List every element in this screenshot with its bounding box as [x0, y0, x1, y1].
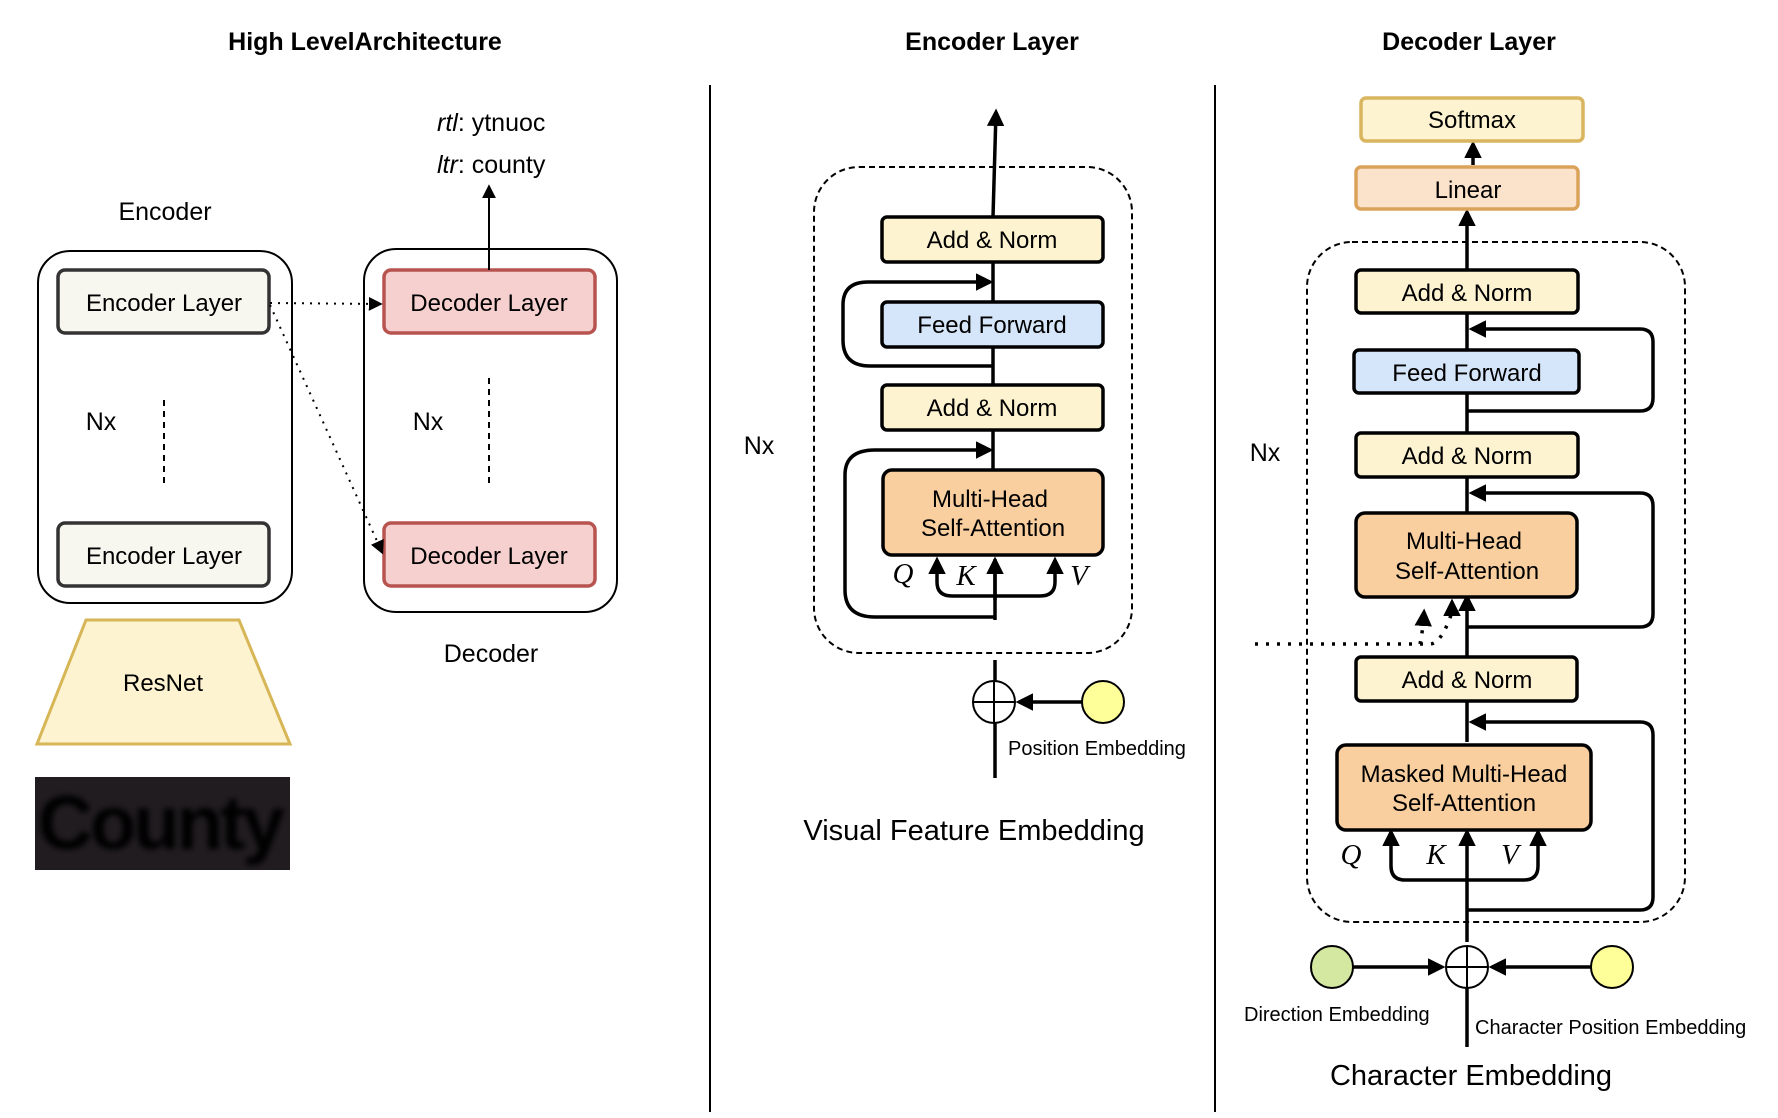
decoder-residual-masked [1467, 713, 1655, 912]
decoder-add-norm-3-label: Add & Norm [1402, 667, 1533, 694]
encoder-add-norm-top-label: Add & Norm [927, 227, 1058, 254]
encoder-feed-forward-label: Feed Forward [917, 312, 1066, 339]
encoder-self-attention [881, 468, 1105, 557]
encoder-feed-forward [880, 300, 1105, 349]
decoder-attention-line1: Multi-Head [1406, 528, 1522, 555]
high-level-architecture: High LevelArchitecture rtl: ytnuoc ltr: … [34, 28, 618, 870]
decoder-add-norm-3 [1354, 655, 1579, 703]
encoder-attention-line2: Self-Attention [921, 515, 1065, 542]
decoder-nx-label: Nx [1250, 439, 1281, 467]
encoder-add-norm-top [880, 215, 1105, 264]
decoder-softmax-label: Softmax [1428, 107, 1516, 134]
encoder-nx-label: Nx [744, 432, 775, 460]
character-position-embedding-node [1590, 945, 1634, 989]
encoder-v-branch [995, 556, 1064, 598]
decoder-feed-forward [1352, 348, 1581, 395]
input-image-text: County [38, 781, 284, 866]
high-level-title: High LevelArchitecture [228, 28, 502, 56]
decoder-layer-detail: Decoder Layer Nx Softmax Linear Add & No… [1244, 28, 1746, 1092]
decoder-masked-attention-line1: Masked Multi-Head [1361, 761, 1568, 788]
nx-encoder-label: Nx [86, 408, 117, 436]
decoder-layer-top-label: Decoder Layer [410, 290, 567, 317]
encoder-k-branch [928, 556, 995, 598]
decoder-k-label: K [1425, 839, 1447, 871]
visual-feature-embedding-label: Visual Feature Embedding [803, 815, 1144, 847]
decoder-linear-label: Linear [1435, 177, 1502, 204]
decoder-add-norm-2-label: Add & Norm [1402, 443, 1533, 470]
nx-decoder-label: Nx [413, 408, 444, 436]
encoder-layer-bottom-label: Encoder Layer [86, 543, 242, 570]
output-rtl: rtl: ytnuoc [437, 109, 545, 137]
decoder-layer-bottom-label: Decoder Layer [410, 543, 567, 570]
encoder-layer-bottom [56, 521, 271, 588]
decoder-caption: Decoder [444, 640, 539, 668]
output-ltr: ltr: county [437, 151, 546, 179]
encoder-add-norm-bottom [880, 383, 1105, 432]
decoder-linear [1354, 165, 1580, 211]
position-embedding-label: Position Embedding [1008, 738, 1186, 760]
decoder-add-norm-2 [1354, 431, 1580, 479]
encoder-nx-block [813, 166, 1133, 654]
decoder-add-norm-1-label: Add & Norm [1402, 280, 1533, 307]
decoder-masked-attention-line2: Self-Attention [1392, 790, 1536, 817]
decoder-layer-bottom [382, 521, 597, 588]
input-image [35, 777, 290, 870]
encoder-q-label: Q [893, 558, 914, 590]
encoder-layer-detail: Encoder Layer Nx Add & Norm Feed Forward… [744, 28, 1186, 847]
encoder-residual-ff [841, 273, 994, 368]
decoder-k-branch [1382, 828, 1467, 882]
decoder-encoder-memory-k [1414, 608, 1432, 645]
decoder-attention-line2: Self-Attention [1395, 558, 1539, 585]
decoder-nx-block [1306, 241, 1686, 923]
decoder-encoder-memory-v [1443, 598, 1461, 619]
direction-embedding-node [1310, 945, 1354, 989]
decoder-self-attention [1354, 511, 1579, 599]
decoder-residual-attention [1467, 484, 1655, 629]
encoder-layer-title: Encoder Layer [905, 28, 1079, 56]
character-position-embedding-label: Character Position Embedding [1475, 1017, 1746, 1039]
decoder-masked-self-attention [1335, 743, 1593, 832]
direction-embedding-label: Direction Embedding [1244, 1004, 1430, 1026]
decoder-softmax [1359, 96, 1585, 143]
encoder-caption: Encoder [118, 198, 211, 226]
encoder-layer-top-label: Encoder Layer [86, 290, 242, 317]
resnet-label: ResNet [123, 670, 203, 697]
decoder-v-branch [1467, 828, 1547, 882]
decoder-q-label: Q [1341, 839, 1362, 871]
character-embedding-label: Character Embedding [1330, 1060, 1612, 1092]
decoder-add-norm-1 [1354, 268, 1580, 315]
encoder-residual-attention [843, 441, 995, 619]
encoder-add-norm-bottom-label: Add & Norm [927, 395, 1058, 422]
decoder-layer-title: Decoder Layer [1382, 28, 1556, 56]
position-embedding-node [1081, 680, 1125, 724]
resnet-block [34, 618, 293, 746]
decoder-feed-forward-label: Feed Forward [1392, 360, 1541, 387]
encoder-output-arrow [986, 108, 1005, 218]
decoder-residual-ff [1467, 320, 1655, 413]
decoder-v-label: V [1501, 839, 1522, 871]
encoder-attention-line1: Multi-Head [932, 486, 1048, 513]
encoder-v-label: V [1070, 560, 1091, 592]
encoder-layer-top [56, 268, 271, 335]
encoder-k-label: K [955, 560, 977, 592]
